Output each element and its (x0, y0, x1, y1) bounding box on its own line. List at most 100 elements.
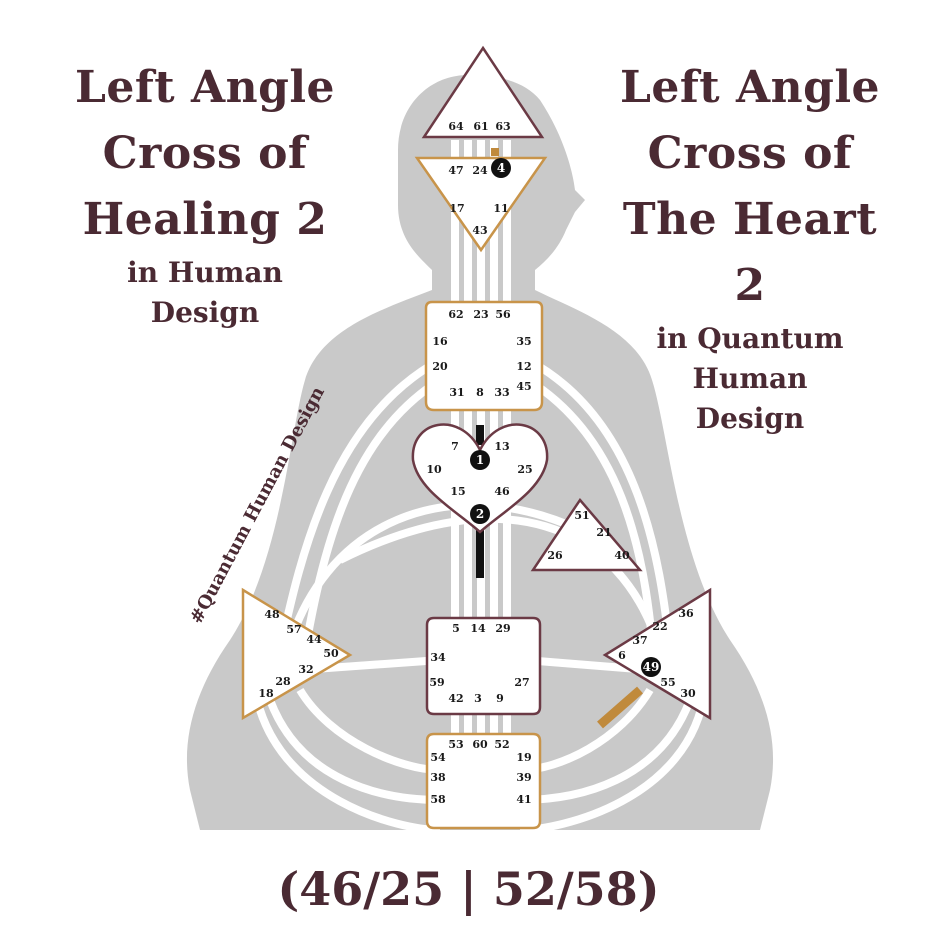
gate-4: 4 (497, 161, 505, 175)
gate-23: 23 (473, 308, 488, 321)
gate-26: 26 (547, 549, 563, 562)
right-title: Left Angle Cross of The Heart 2 in Quant… (600, 55, 900, 439)
center-sacral (425, 616, 542, 716)
gate-10: 10 (426, 463, 442, 476)
gate-52: 52 (494, 738, 509, 751)
gate-24: 24 (472, 164, 488, 177)
left-title-line-2: Cross of (102, 128, 308, 179)
active-channel-heart-top (476, 425, 484, 445)
active-channel-head (491, 148, 499, 156)
right-title-line-2: Cross of (647, 128, 853, 179)
gate-12: 12 (516, 360, 531, 373)
cross-formula: (46/25 | 52/58) (277, 862, 660, 916)
gate-54: 54 (430, 751, 446, 764)
center-will (530, 497, 643, 572)
left-title: Left Angle Cross of Healing 2 in Human D… (55, 55, 355, 333)
gate-51: 51 (574, 509, 589, 522)
gate-33: 33 (494, 386, 509, 399)
gate-59: 59 (429, 676, 444, 689)
channel-line-13 (519, 698, 694, 804)
gate-5: 5 (452, 622, 460, 635)
gate-1-active-marker (470, 450, 490, 470)
center-throat (424, 300, 544, 412)
active-channel-heart-bottom (476, 528, 484, 578)
gate-25: 25 (517, 463, 532, 476)
gate-43: 43 (472, 224, 487, 237)
gate-9: 9 (496, 692, 504, 705)
gate-46: 46 (494, 485, 510, 498)
gate-16: 16 (432, 335, 448, 348)
gate-15: 15 (450, 485, 465, 498)
active-channel-solar (597, 686, 643, 729)
gate-35: 35 (516, 335, 531, 348)
left-title-line-3: Healing 2 (82, 194, 328, 245)
gate-6: 6 (618, 649, 626, 662)
gate-42: 42 (448, 692, 463, 705)
gate-27: 27 (514, 676, 529, 689)
gate-41: 41 (516, 793, 531, 806)
gate-21: 21 (596, 526, 611, 539)
channel-line-10 (281, 501, 582, 661)
gate-29: 29 (495, 622, 510, 635)
gate-40: 40 (614, 549, 630, 562)
gate-39: 39 (516, 771, 531, 784)
right-subtitle-line-3: Design (695, 402, 805, 435)
center-heart (411, 423, 549, 534)
right-title-line-3: The Heart 2 (622, 194, 878, 311)
gate-50: 50 (323, 647, 339, 660)
gate-37: 37 (632, 634, 647, 647)
left-subtitle-line-2: Design (150, 296, 260, 329)
gate-17: 17 (449, 202, 464, 215)
right-title-line-1: Left Angle (619, 62, 881, 113)
right-subtitle-line-1: in Quantum (656, 322, 844, 355)
gate-18: 18 (258, 687, 274, 700)
center-solar-plexus (602, 587, 712, 721)
gate-49: 49 (643, 660, 660, 674)
gate-22: 22 (652, 620, 667, 633)
channel-line-11 (338, 514, 664, 652)
gate-61: 61 (473, 120, 488, 133)
gate-7: 7 (451, 440, 459, 453)
gate-11: 11 (493, 202, 508, 215)
gate-53: 53 (448, 738, 463, 751)
gate-60: 60 (472, 738, 488, 751)
gate-44: 44 (306, 633, 322, 646)
gate-30: 30 (680, 687, 696, 700)
channel-line-6 (276, 356, 442, 651)
gate-8: 8 (476, 386, 484, 399)
gate-2-active-marker (470, 504, 490, 524)
gate-48: 48 (264, 608, 280, 621)
gate-31: 31 (449, 386, 464, 399)
gate-38: 38 (430, 771, 446, 784)
gate-57: 57 (286, 623, 301, 636)
right-subtitle-line-2: Human (692, 362, 808, 395)
gate-28: 28 (275, 675, 291, 688)
left-subtitle-line-1: in Human (127, 256, 283, 289)
gate-55: 55 (660, 676, 675, 689)
left-title-line-1: Left Angle (74, 62, 336, 113)
channel-line-16 (296, 687, 441, 774)
gate-13: 13 (494, 440, 509, 453)
channel-line-12 (266, 698, 441, 804)
center-spleen (241, 587, 353, 721)
gate-36: 36 (678, 607, 694, 620)
gate-45: 45 (516, 380, 531, 393)
gate-63: 63 (495, 120, 510, 133)
gate-19: 19 (516, 751, 531, 764)
channel-line-15 (519, 689, 709, 834)
gate-14: 14 (470, 622, 486, 635)
gate-64: 64 (448, 120, 464, 133)
center-root (425, 732, 542, 830)
gate-47: 47 (448, 164, 463, 177)
gate-58: 58 (430, 793, 446, 806)
channel-line-7 (526, 356, 674, 651)
gate-1: 1 (476, 453, 484, 467)
gate-20: 20 (432, 360, 448, 373)
gate-4-active-marker (491, 158, 511, 178)
gate-32: 32 (298, 663, 313, 676)
channel-line-14 (251, 689, 441, 834)
gate-3: 3 (474, 692, 482, 705)
gate-2: 2 (476, 507, 484, 521)
